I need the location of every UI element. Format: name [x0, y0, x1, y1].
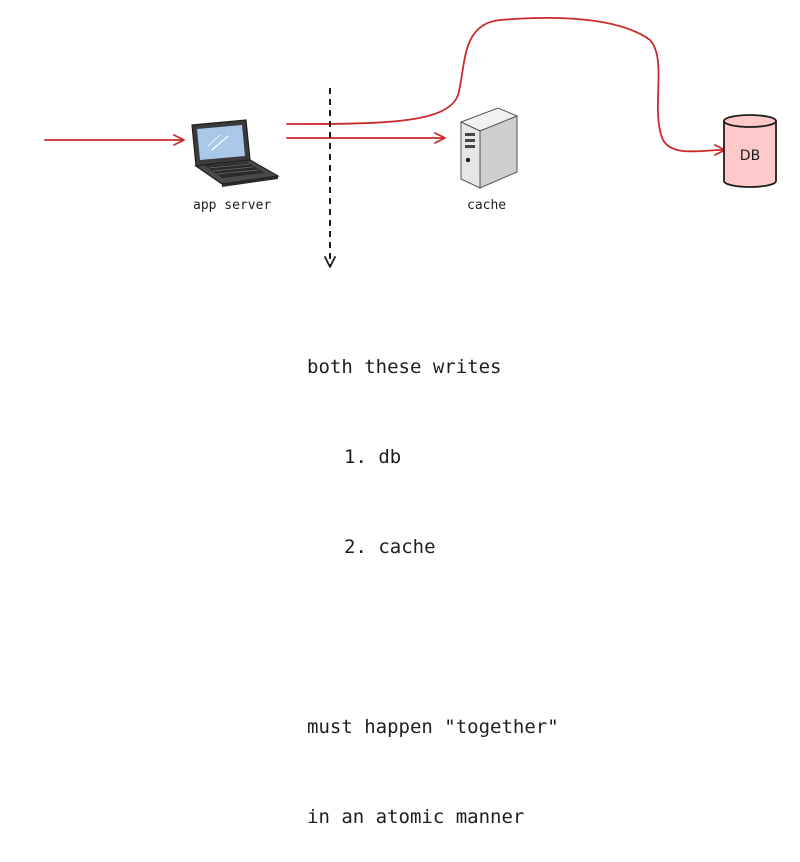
- app-server-label: app server: [193, 198, 272, 213]
- diagram-canvas: DB: [44, 17, 777, 268]
- note-line-4: in an atomic manner: [307, 806, 525, 828]
- laptop-icon: [191, 119, 280, 187]
- note-line-1: both these writes: [307, 356, 502, 378]
- db-label: DB: [740, 148, 760, 164]
- database-cylinder-icon: DB: [723, 114, 777, 188]
- write-db-arrow: [286, 17, 726, 156]
- note-line-3: must happen "together": [307, 716, 559, 738]
- cache-label: cache: [467, 198, 507, 213]
- server-tower-icon: [459, 107, 519, 189]
- note-spacer: [307, 622, 559, 652]
- note-item-db: 1. db: [344, 446, 402, 468]
- note-item-cache: 2. cache: [344, 536, 436, 558]
- atomic-write-note: both these writes 1. db 2. cache must ha…: [307, 292, 559, 862]
